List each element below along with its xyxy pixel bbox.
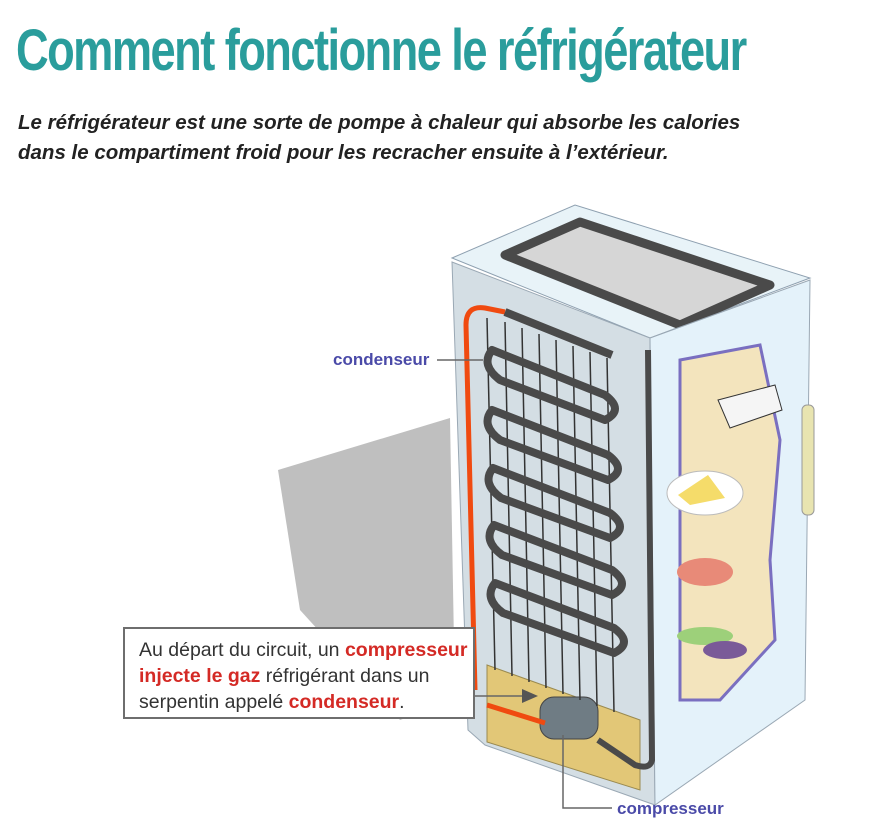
subtitle-line-2: dans le compartiment froid pour les recr… bbox=[18, 141, 669, 164]
page-title: Comment fonctionne le réfrigérateur bbox=[16, 18, 747, 83]
meat bbox=[677, 558, 733, 586]
callout-text: Au départ du circuit, un bbox=[139, 639, 345, 661]
cucumber bbox=[677, 627, 733, 645]
door-handle bbox=[801, 404, 815, 516]
callout-box: Au départ du circuit, un compresseur inj… bbox=[123, 627, 475, 719]
callout-highlight-compressor: compresseur bbox=[344, 639, 468, 661]
return-pipe bbox=[596, 349, 656, 770]
thermostat bbox=[717, 384, 783, 429]
callout-text: serpentin appelé bbox=[139, 691, 289, 713]
arrow-icon bbox=[522, 689, 538, 703]
condenser-coil bbox=[483, 308, 628, 657]
subtitle: Le réfrigérateur est une sorte de pompe … bbox=[18, 108, 878, 168]
cheese bbox=[678, 475, 725, 505]
compressor bbox=[539, 696, 599, 740]
hot-pipe bbox=[463, 305, 546, 726]
top-panel bbox=[500, 217, 775, 330]
callout-highlight-inject: injecte le gaz bbox=[139, 665, 261, 687]
subtitle-line-1: Le réfrigérateur est une sorte de pompe … bbox=[18, 111, 741, 134]
callout-highlight-condenser: condenseur bbox=[288, 691, 400, 713]
callout-text: . bbox=[399, 691, 405, 713]
compressor-leader bbox=[562, 735, 612, 809]
eggplant bbox=[703, 641, 747, 659]
fridge-interior-cutout bbox=[678, 343, 782, 702]
compressor-label: compresseur bbox=[617, 799, 724, 818]
callout-text: réfrigérant dans un bbox=[260, 665, 430, 687]
condenser-label: condenseur bbox=[333, 350, 430, 369]
